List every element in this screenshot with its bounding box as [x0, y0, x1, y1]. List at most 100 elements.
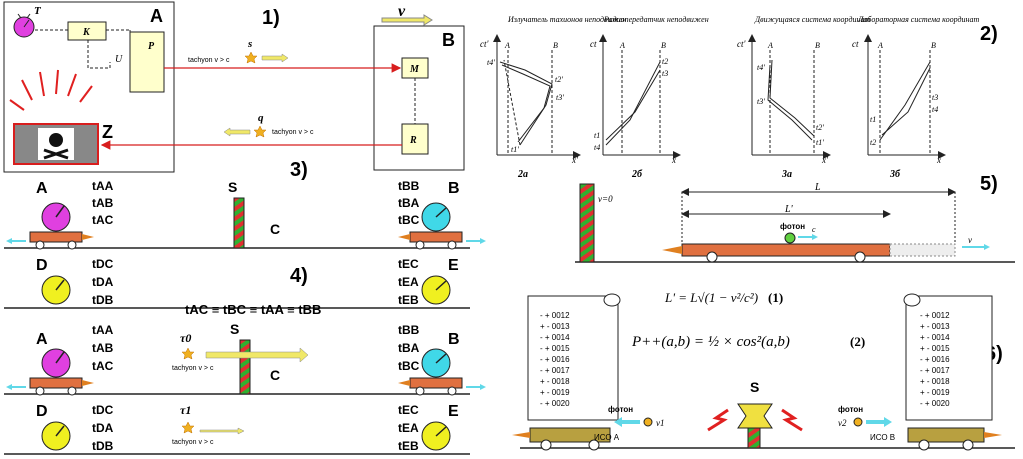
tick-t4: t4	[594, 143, 600, 152]
list-item: + - 0014	[920, 333, 950, 342]
axis-y-label: ct	[590, 39, 597, 49]
panel-4-number: 4)	[290, 265, 308, 287]
photon-label: фотон	[780, 222, 805, 231]
iso-b-label: ИСО В	[870, 433, 895, 442]
photon-arrow-right	[866, 417, 892, 427]
velocity-arrow	[381, 14, 433, 26]
scroll-right	[905, 295, 993, 421]
spacetime-graph-3b: Лабораторная система координат ct x A B …	[852, 15, 979, 180]
axis-y-label: ct'	[480, 39, 489, 49]
label-c: C	[270, 367, 280, 383]
tachyon-arrow-left	[223, 127, 251, 137]
list-item: + - 0015	[920, 344, 950, 353]
label-a: A	[767, 41, 773, 50]
graph-caption: 3а	[781, 169, 792, 180]
tick-t1: t1	[594, 131, 600, 140]
tick-t1p: t1'	[511, 145, 519, 154]
label-e: E	[448, 257, 459, 274]
axis-x-label: x	[936, 155, 941, 165]
graph-title: Радиопередатчик неподвижен	[603, 15, 709, 24]
label-b: B	[661, 41, 666, 50]
tick-t4p: t4'	[487, 58, 495, 67]
time-label: tEC	[398, 403, 419, 417]
list-item: - + 0016	[540, 355, 570, 364]
label-t: T	[34, 5, 42, 17]
tachyon-label: tachyon v > c	[172, 439, 214, 446]
lightning-right	[781, 408, 803, 432]
tachyon-arrow	[205, 347, 309, 363]
graph-caption: 2а	[517, 169, 528, 180]
list-item: - + 0012	[920, 311, 950, 320]
clock-b-cart	[398, 348, 463, 396]
tick-t2p: t2'	[816, 123, 824, 132]
label-tau0: τ0	[180, 331, 191, 345]
time-label: tEC	[398, 257, 419, 271]
label-q: q	[258, 112, 264, 124]
graph-title: Лабораторная система координат	[857, 15, 979, 24]
panel-2-number: 2)	[980, 23, 998, 45]
tick-t3p: t3'	[757, 97, 765, 106]
cyan-arrow-left	[6, 384, 26, 390]
tick-t1: t1	[870, 115, 876, 124]
label-b: B	[553, 41, 558, 50]
label-a: A	[36, 180, 48, 197]
lightning-left	[707, 408, 729, 432]
tick-t2: t2	[662, 57, 668, 66]
list-item: + - 0018	[920, 377, 950, 386]
formula-number: (1)	[768, 290, 783, 305]
list-item: + - 0018	[540, 377, 570, 386]
axis-y-label: ct	[852, 39, 859, 49]
source-pole	[747, 427, 761, 449]
label-u: U	[115, 54, 123, 65]
list-item: + - 0019	[540, 388, 570, 397]
label-b: B	[442, 30, 455, 50]
axis-x-label: x'	[571, 155, 579, 165]
tick-t2p: t2'	[555, 75, 563, 84]
panel-1-number: 1)	[262, 7, 280, 29]
label-s: S	[228, 179, 237, 195]
photon-label: фотон	[838, 405, 863, 414]
label-k: K	[82, 27, 91, 38]
label-r: R	[409, 135, 417, 146]
time-label: tAA	[92, 179, 114, 193]
box-r	[401, 123, 429, 155]
spacetime-graph-2b: Радиопередатчик неподвижен ct x A B t1 t…	[590, 15, 709, 180]
list-item: - + 0017	[920, 366, 950, 375]
list-item: - + 0012	[540, 311, 570, 320]
list-item: + - 0019	[920, 388, 950, 397]
label-b: B	[931, 41, 936, 50]
tachyon-arrow	[199, 427, 245, 435]
scroll-left-list: - + 0012 + - 0013 - + 0014 - + 0015 - + …	[540, 311, 570, 408]
label-s: S	[230, 321, 239, 337]
photon-icon	[853, 417, 863, 427]
time-label: tDC	[92, 403, 114, 417]
label-b: B	[815, 41, 820, 50]
label-c: c	[812, 225, 816, 234]
pole-v0	[579, 183, 595, 263]
time-label: tAC	[92, 213, 114, 227]
tachyon-arrow-right	[261, 53, 289, 63]
pole-s	[233, 197, 245, 249]
list-item: + - 0013	[920, 322, 950, 331]
label-v: v	[968, 235, 972, 245]
formula-length-contraction: L' = L√(1 − v²/c²)	[664, 290, 758, 305]
panel-1: A T K P U Z 1)	[3, 1, 465, 173]
photon-arrow-left	[614, 417, 640, 427]
tick-t1p: t1'	[816, 138, 824, 147]
tick-t3: t3	[662, 69, 668, 78]
label-a: A	[150, 6, 163, 26]
label-b: B	[448, 180, 460, 197]
label-m: M	[409, 64, 420, 75]
clock-a-cart	[29, 348, 94, 396]
graph-title: Излучатель тахионов неподвижен	[507, 15, 626, 24]
time-label: tDB	[92, 439, 114, 453]
time-label: tAC	[92, 359, 114, 373]
cyan-arrow-right	[466, 384, 486, 390]
panel-3-number: 3)	[290, 159, 308, 181]
cart-iso-b	[907, 427, 985, 443]
list-item: - + 0020	[920, 399, 950, 408]
scroll-right-list: - + 0012 + - 0013 + - 0014 + - 0015 - + …	[920, 311, 950, 408]
panel-3: 3) A tAA tAB tAC S C B tBB tBA	[4, 159, 486, 250]
time-label: tAA	[92, 323, 114, 337]
